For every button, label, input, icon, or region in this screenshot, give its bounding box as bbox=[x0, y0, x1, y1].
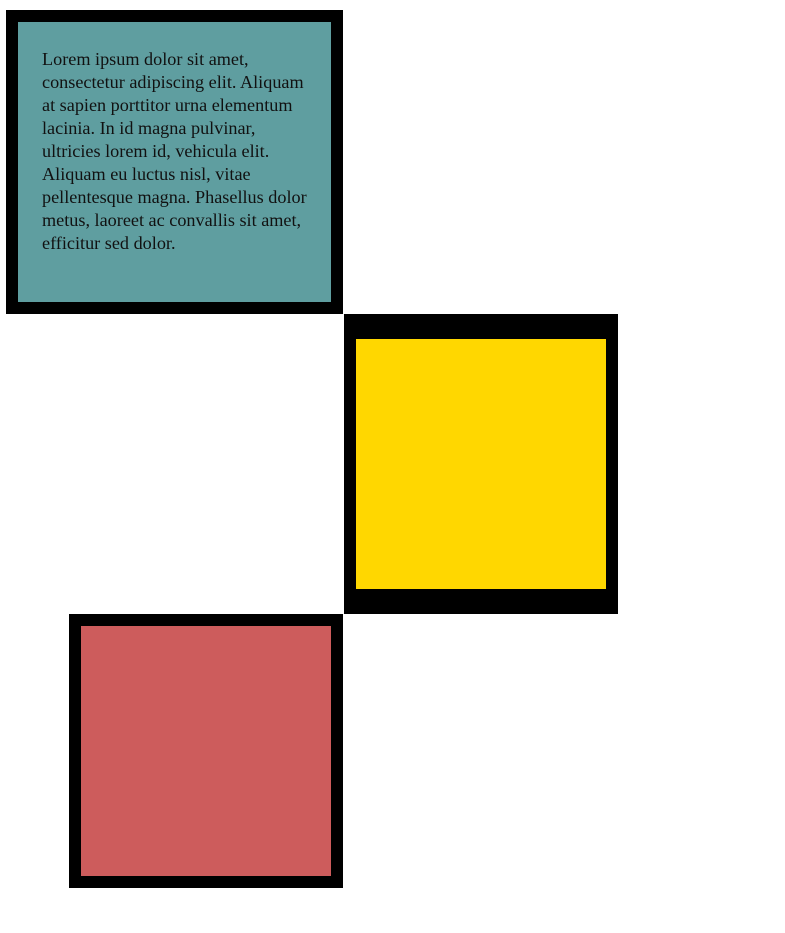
yellow-box bbox=[344, 314, 618, 614]
lorem-ipsum-paragraph: Lorem ipsum dolor sit amet, consectetur … bbox=[42, 49, 307, 253]
red-box bbox=[69, 614, 343, 888]
teal-text-box: Lorem ipsum dolor sit amet, consectetur … bbox=[6, 10, 343, 314]
